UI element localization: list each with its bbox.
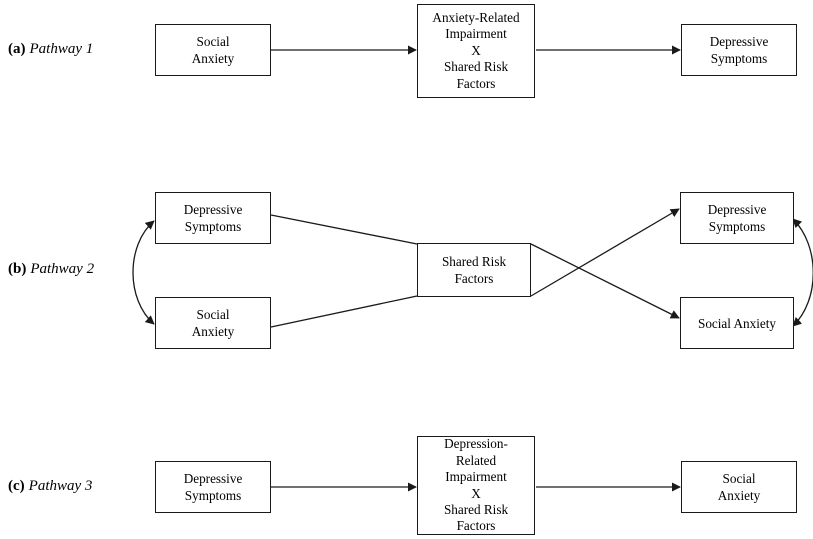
pathway2-connectors [132,208,813,328]
node-line: Social Anxiety [697,315,777,331]
node-line: Anxiety [191,51,235,66]
panel-letter-a: (a) [8,41,26,57]
node-line: Factors [456,75,496,91]
node-line: Anxiety [191,324,235,339]
node-line: Depressive [709,34,769,49]
node-line: Social [722,471,756,486]
node-line: Factors [456,518,496,534]
node-p2-right-depressive-text: Depressive Symptoms [704,201,771,235]
line-left-social-anxiety-to-shared-risk [270,295,418,328]
node-line: Symptoms [708,219,766,234]
node-line: Symptoms [710,51,768,66]
node-p2-right-social-anxiety[interactable]: Social Anxiety [680,297,794,349]
node-p1-anxiety-related-impairment[interactable]: Anxiety-Related Impairment X Shared Risk… [417,4,535,98]
node-line: Impairment [445,469,507,485]
node-p3-depressive-symptoms[interactable]: Depressive Symptoms [155,461,271,513]
node-line: Social [196,34,230,49]
node-p1-social-anxiety-text: Social Anxiety [188,33,239,67]
node-line: X [471,485,481,501]
node-p1-impairment-text: Anxiety-Related Impairment X Shared Risk… [428,10,523,92]
panel-letter-b: (b) [8,261,27,277]
node-line: Anxiety [717,488,761,503]
node-p3-social-anxiety[interactable]: Social Anxiety [681,461,797,513]
line-left-depressive-to-shared-risk [270,214,418,245]
node-p2-shared-risk-text: Shared Risk Factors [438,253,510,287]
node-p2-shared-risk-factors[interactable]: Shared Risk Factors [417,243,531,297]
node-p2-left-social-anxiety[interactable]: Social Anxiety [155,297,271,349]
node-p2-left-social-anxiety-text: Social Anxiety [188,306,239,340]
node-p2-right-depressive-symptoms[interactable]: Depressive Symptoms [680,192,794,244]
node-line: X [471,42,481,58]
node-line: Depressive [183,202,243,217]
node-line: Shared Risk [441,254,507,269]
curve-left-correlation [132,220,155,325]
panel-letter-c: (c) [8,478,25,494]
panel-label-pathway-1: (a)Pathway 1 [8,42,93,57]
panel-title-pathway-1: Pathway 1 [29,41,94,57]
arrow-shared-risk-to-right-depressive [530,208,680,297]
node-line: Shared Risk [443,59,509,75]
node-p3-impairment-text: Depression- Related Impairment X Shared … [440,436,512,534]
node-p2-left-depressive-symptoms[interactable]: Depressive Symptoms [155,192,271,244]
node-p2-left-depressive-text: Depressive Symptoms [180,201,247,235]
node-p2-right-social-anxiety-text: Social Anxiety [694,315,780,332]
node-p3-depression-related-impairment[interactable]: Depression- Related Impairment X Shared … [417,436,535,535]
node-line: Anxiety-Related [432,9,520,25]
panel-label-pathway-3: (c)Pathway 3 [8,479,92,494]
arrow-shared-risk-to-right-social-anxiety [530,243,680,319]
node-p1-social-anxiety[interactable]: Social Anxiety [155,24,271,76]
node-p3-social-anxiety-text: Social Anxiety [714,470,765,504]
panel-title-pathway-3: Pathway 3 [28,478,93,494]
node-line: Social [196,307,230,322]
node-line: Symptoms [184,219,242,234]
node-line: Symptoms [184,488,242,503]
node-line: Shared Risk [443,501,509,517]
node-p1-depressive-text: Depressive Symptoms [706,33,773,67]
curve-right-correlation [792,218,813,327]
node-line: Related [455,452,497,468]
panel-title-pathway-2: Pathway 2 [30,261,95,277]
node-p3-depressive-text: Depressive Symptoms [180,470,247,504]
node-line: Depressive [707,202,767,217]
node-line: Impairment [445,26,507,42]
panel-label-pathway-2: (b)Pathway 2 [8,262,94,277]
node-line: Factors [454,271,494,286]
node-line: Depressive [183,471,243,486]
node-line: Depression- [444,436,508,452]
node-p1-depressive-symptoms[interactable]: Depressive Symptoms [681,24,797,76]
